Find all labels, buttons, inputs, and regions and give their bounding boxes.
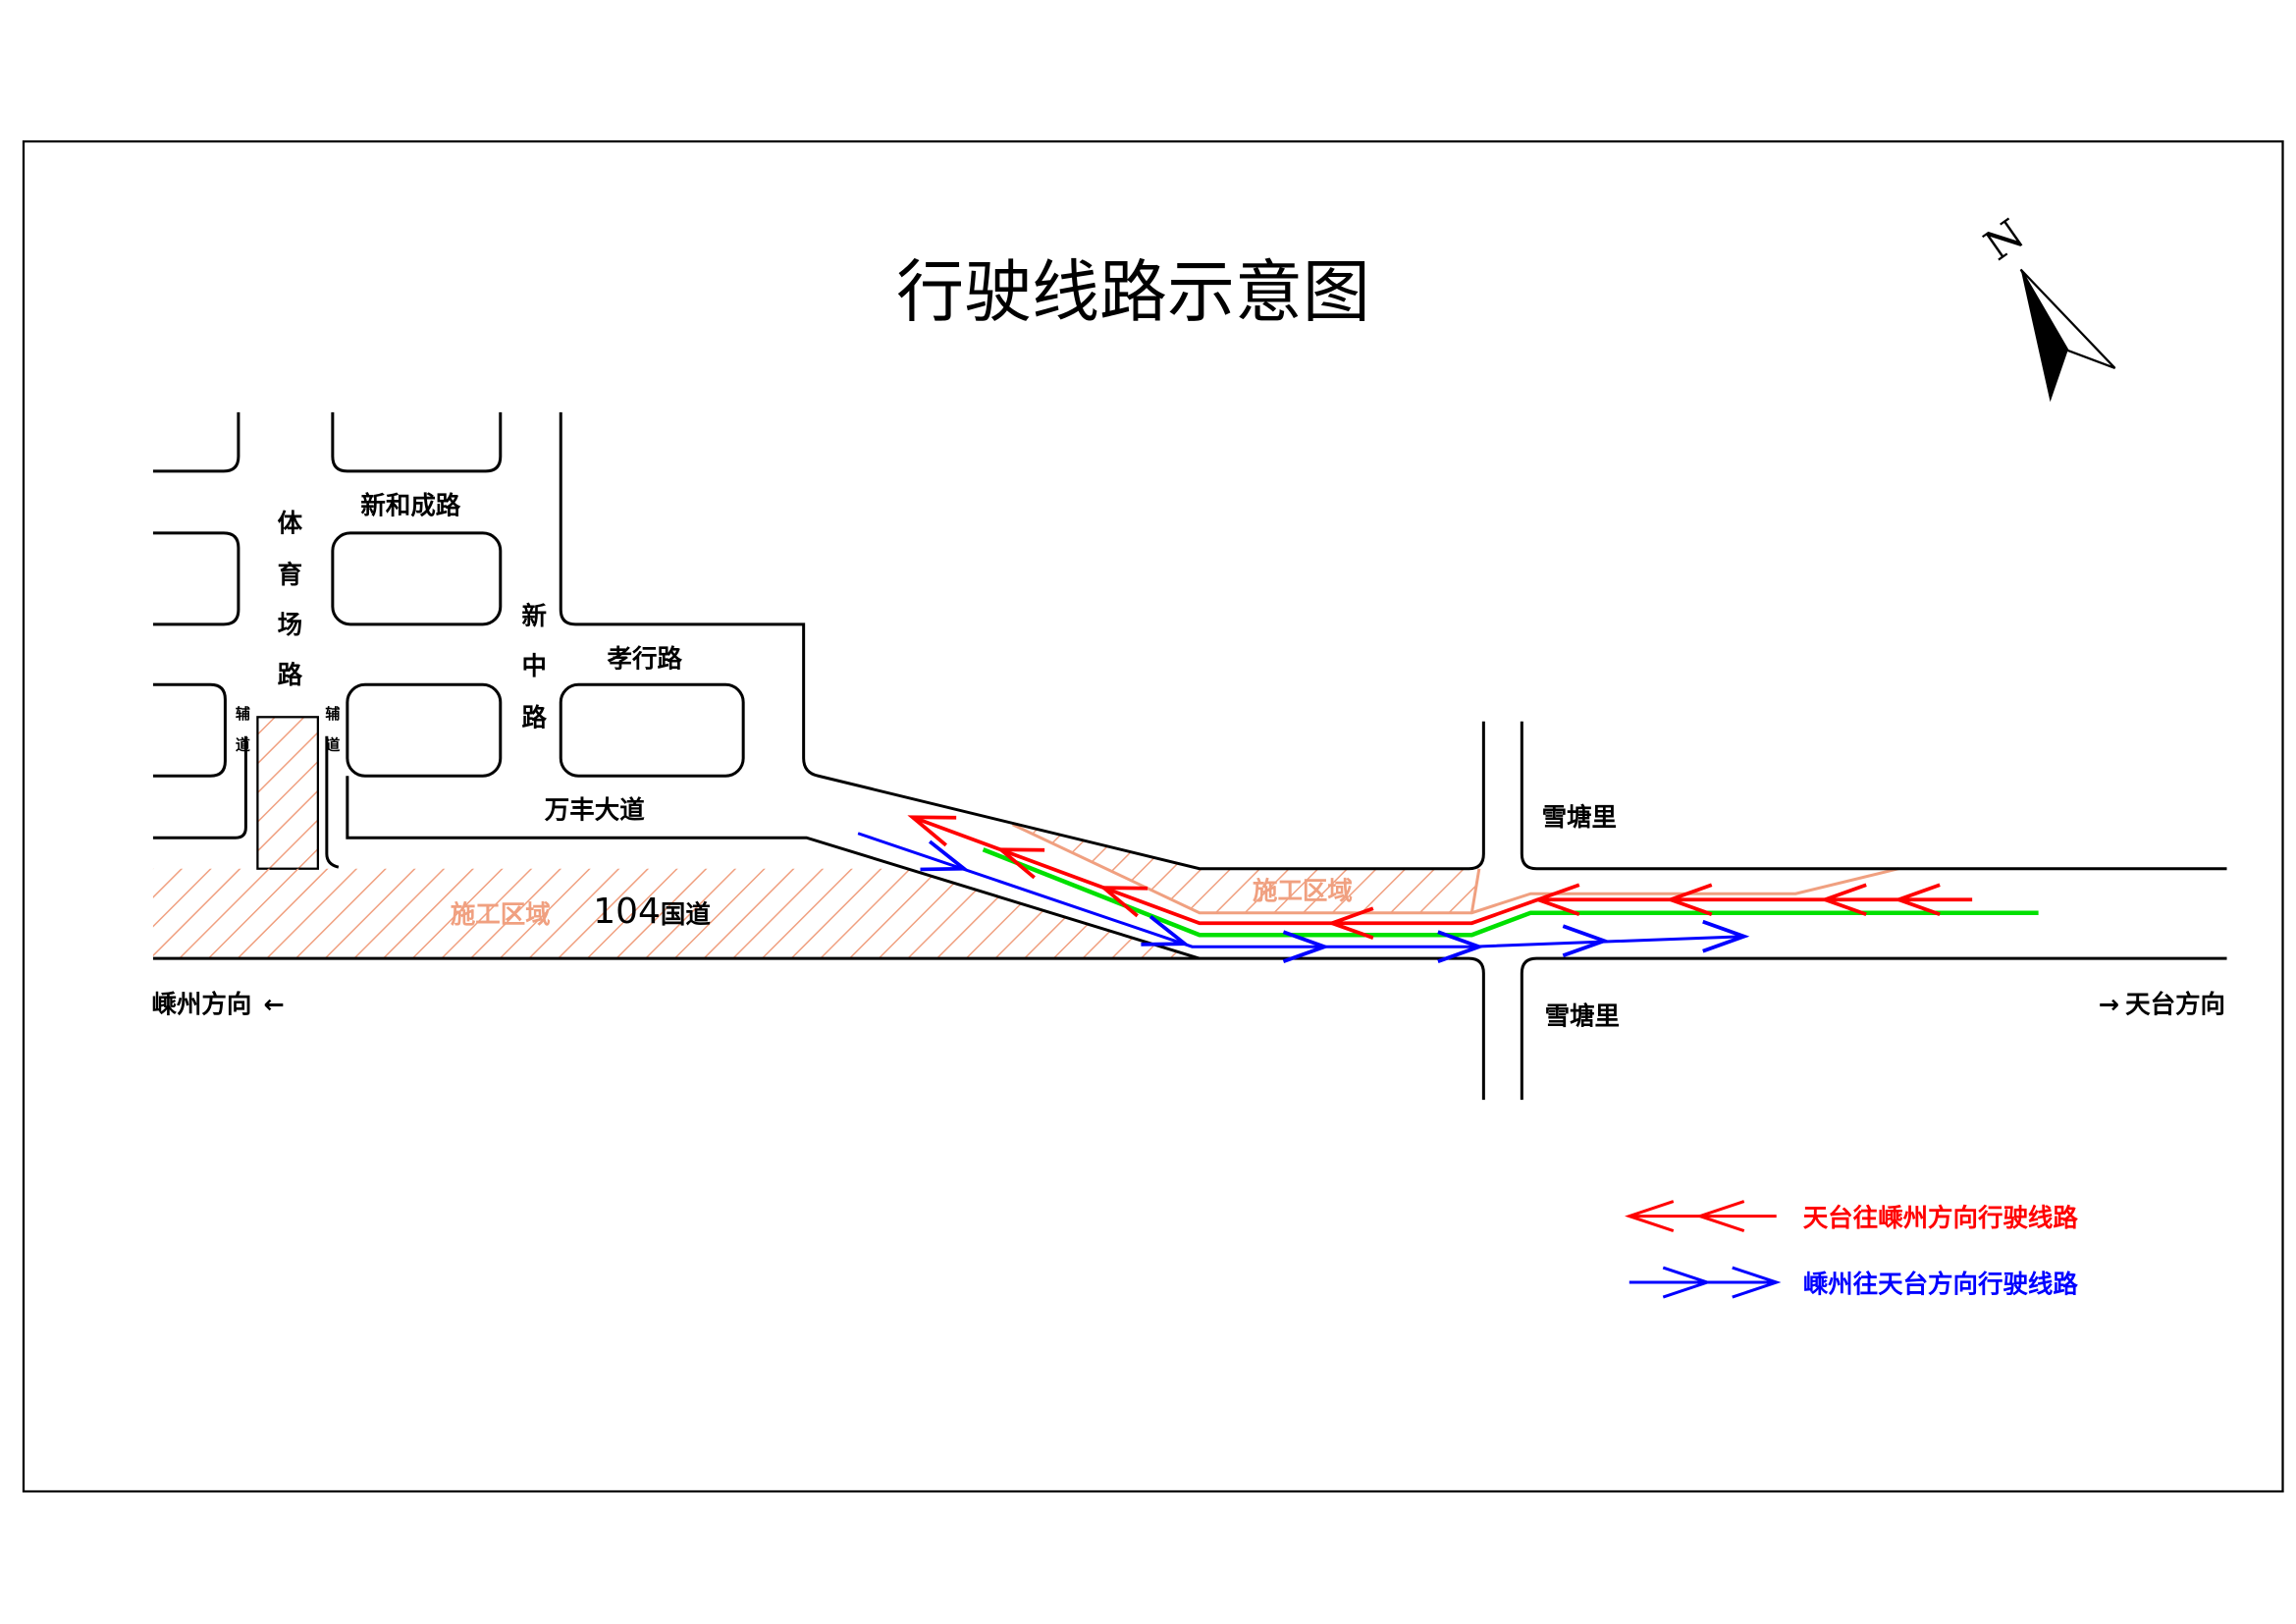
westbound-arrow-icon <box>1098 886 1148 918</box>
legend: 天台往嵊州方向行驶线路 嵊州往天台方向行驶线路 <box>1625 1200 2079 1300</box>
national-road-suffix: 国道 <box>661 900 711 930</box>
label-construction-zone-east: 施工区域 <box>1253 877 1353 906</box>
direction-west: 嵊州方向 ← <box>151 991 284 1020</box>
label-xinzhong-road-1: 新 <box>522 602 547 631</box>
construction-zone-side-road <box>256 716 319 870</box>
label-tiyuchang-road-1: 体 <box>278 509 303 538</box>
page-title: 行驶线路示意图 <box>896 253 1370 332</box>
eastbound-route-line <box>857 832 1744 948</box>
label-tiyuchang-road-2: 育 <box>278 561 302 590</box>
eastbound-arrow-icon <box>1141 915 1191 947</box>
north-label: N <box>1976 210 2033 270</box>
direction-east-label: 天台方向 <box>2125 991 2225 1020</box>
direction-west-label: 嵊州方向 <box>151 991 251 1020</box>
legend-label-eastbound: 嵊州往天台方向行驶线路 <box>1803 1271 2079 1300</box>
label-xinzhong-road-2: 中 <box>522 652 547 681</box>
road-network <box>152 411 2227 1101</box>
road-labels: 体 育 场 路 新 中 路 辅 道 辅 道 新和成路 孝行路 万丰大道 104国… <box>151 491 2225 1031</box>
westbound-arrow-icon <box>1326 906 1374 940</box>
arrow-right-icon <box>1662 1266 1712 1299</box>
arrow-left-icon <box>1695 1200 1745 1232</box>
label-xiaoxing-road: 孝行路 <box>608 644 683 674</box>
westbound-arrow-icon <box>995 847 1045 880</box>
label-tiyuchang-road-3: 场 <box>278 611 302 640</box>
eastbound-arrow-icon <box>920 839 970 872</box>
westbound-arrow-icon <box>1665 883 1713 916</box>
label-national-road-104: 104国道 <box>593 892 711 932</box>
label-wanfeng-avenue: 万丰大道 <box>545 796 645 826</box>
westbound-arrow-icon <box>1532 883 1580 916</box>
label-xuetangli-north: 雪塘里 <box>1542 803 1617 833</box>
westbound-arrow-icon <box>1893 883 1941 916</box>
label-xuetangli-south: 雪塘里 <box>1545 1002 1620 1032</box>
direction-east: →天台方向 <box>2099 991 2225 1020</box>
north-arrow-icon: N <box>1976 210 2116 403</box>
routes <box>857 815 2039 963</box>
label-tiyuchang-road-4: 路 <box>278 661 303 690</box>
westbound-arrow-icon <box>1819 883 1867 916</box>
legend-item-eastbound: 嵊州往天台方向行驶线路 <box>1629 1266 2079 1300</box>
arrow-right-icon <box>1732 1266 1782 1299</box>
arrow-left-icon: ← <box>263 991 284 1020</box>
arrow-right-icon: → <box>2099 991 2119 1020</box>
construction-zones <box>152 716 1899 959</box>
label-side-road-left-1: 辅 <box>236 705 250 723</box>
label-side-road-right-1: 辅 <box>325 705 340 723</box>
eastbound-arrow-icon <box>1562 924 1610 957</box>
legend-label-westbound: 天台往嵊州方向行驶线路 <box>1803 1204 2079 1233</box>
drawing-frame <box>22 139 2284 1493</box>
eastbound-arrow-icon <box>1282 930 1330 963</box>
eastbound-arrow-icon <box>1702 919 1750 953</box>
arrow-left-icon <box>1625 1200 1675 1232</box>
label-xinhecheng-road: 新和成路 <box>360 491 460 520</box>
label-xinzhong-road-3: 路 <box>522 703 548 732</box>
label-side-road-right-2: 道 <box>325 735 340 753</box>
legend-item-westbound: 天台往嵊州方向行驶线路 <box>1625 1200 2079 1233</box>
national-road-number: 104 <box>593 892 661 932</box>
construction-zone-104 <box>152 868 1200 959</box>
label-construction-zone-west: 施工区域 <box>451 900 551 930</box>
label-side-road-left-2: 道 <box>236 735 250 753</box>
eastbound-arrow-icon <box>1437 930 1485 963</box>
westbound-arrow-icon <box>907 815 957 847</box>
